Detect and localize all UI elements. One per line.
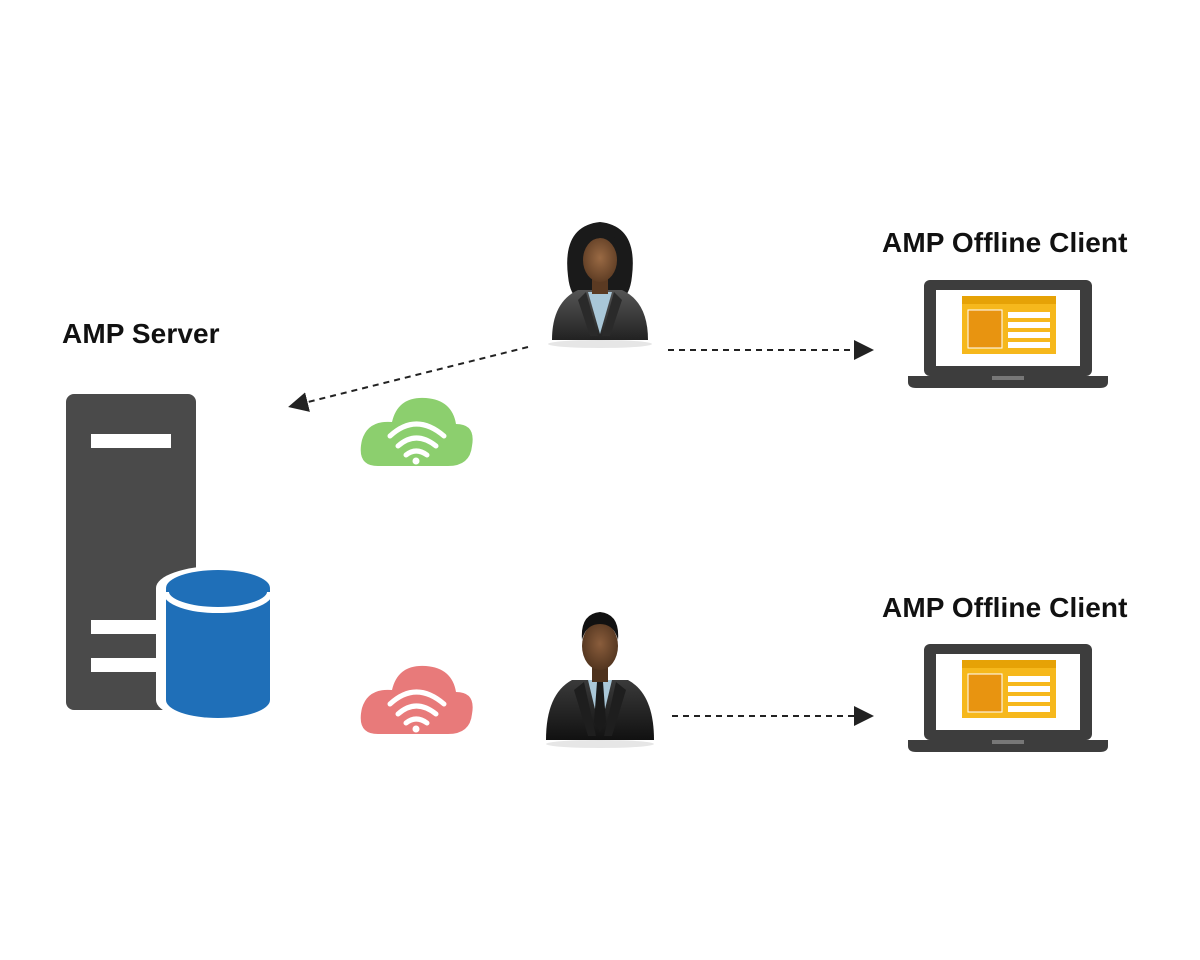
client-label-online: AMP Offline Client (882, 227, 1128, 258)
user-female-icon (548, 222, 652, 348)
laptop-icon (908, 644, 1108, 752)
server-label: AMP Server (62, 318, 220, 349)
cloud-wifi-offline-icon (360, 665, 473, 734)
database-icon (156, 566, 280, 722)
cloud-wifi-online-icon (360, 397, 473, 466)
user-male-icon (546, 612, 654, 748)
client-label-offline: AMP Offline Client (882, 592, 1128, 623)
arrow-user1-to-server (288, 346, 529, 412)
laptop-icon (908, 280, 1108, 388)
